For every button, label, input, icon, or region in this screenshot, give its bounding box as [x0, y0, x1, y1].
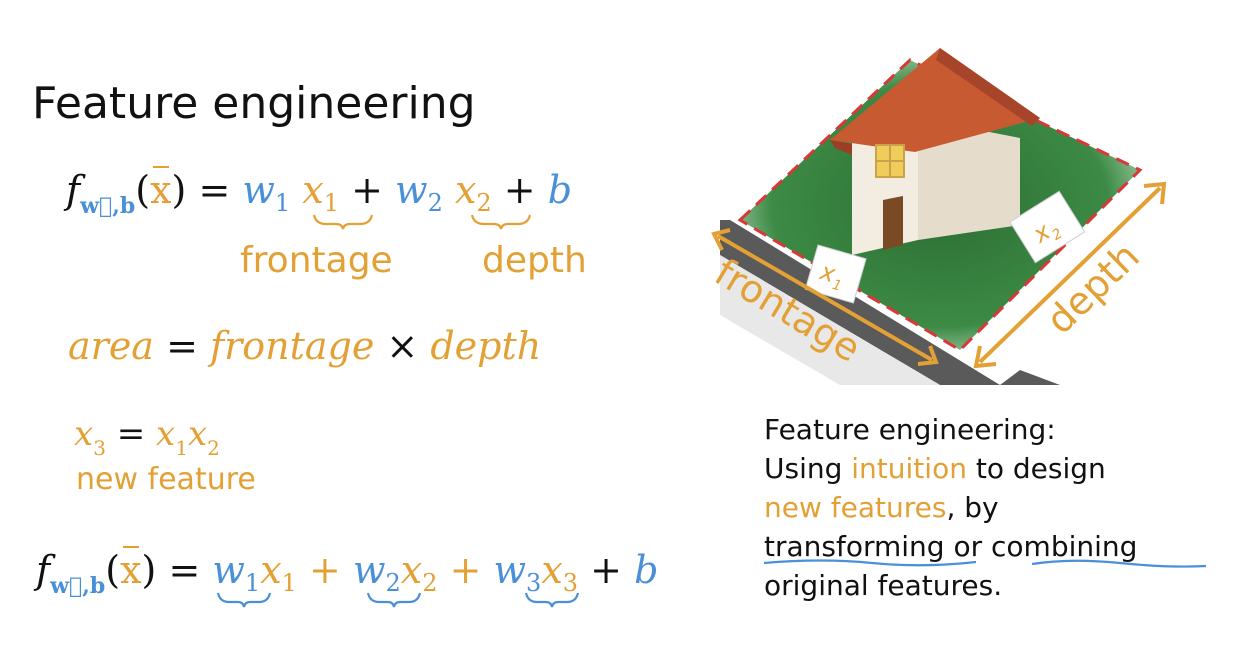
- w2-symbol: w: [352, 548, 386, 592]
- x2-symbol: x: [454, 168, 477, 212]
- f-subscript: w⃗,b: [50, 573, 106, 599]
- x1-symbol: x: [156, 414, 176, 454]
- depth-term: depth: [430, 324, 542, 368]
- model-equation-1: fw⃗,b(x) = w1 x1 + w2 x2 + b: [66, 166, 573, 219]
- x3-equation: x3 = x1x2: [74, 414, 220, 460]
- lot-boundary: [737, 58, 1143, 352]
- frontage-arrow: [716, 234, 934, 362]
- x1-symbol: x: [302, 168, 324, 212]
- depth-arrow: [978, 186, 1162, 364]
- x3-subscript: 3: [562, 569, 579, 597]
- note-line-5: original features.: [764, 569, 1003, 602]
- w1-underbrace: [216, 592, 272, 608]
- w3-subscript: 3: [526, 569, 542, 597]
- b-symbol: b: [547, 168, 573, 212]
- combining-underline: [1031, 559, 1207, 568]
- house-door: [883, 196, 903, 250]
- x1-subscript: 1: [175, 436, 188, 460]
- x2-subscript: 2: [476, 189, 492, 217]
- w3-underbrace: [524, 592, 580, 608]
- w2-subscript: 2: [427, 189, 443, 217]
- x-vector: x: [120, 546, 142, 592]
- note-line-4: transforming or combining: [764, 530, 1138, 563]
- slide-title: Feature engineering: [32, 78, 476, 129]
- definition-note: Feature engineering: Using intuition to …: [764, 410, 1224, 605]
- new-feature-label: new feature: [76, 462, 256, 497]
- equals-sign: =: [166, 324, 198, 368]
- x3-subscript: 3: [93, 436, 106, 460]
- f-symbol: f: [36, 548, 51, 592]
- w1-subscript: 1: [244, 569, 261, 597]
- b-symbol: b: [634, 548, 659, 592]
- road: [720, 220, 1000, 385]
- x1-symbol: x: [260, 548, 282, 592]
- x1-underbrace: [312, 214, 374, 230]
- x-vector: x: [150, 166, 172, 212]
- model-equation-2: fw⃗,b(x) = w1x1 + w2x2 + w3x3 + b: [36, 546, 659, 599]
- f-subscript: w⃗,b: [80, 193, 136, 219]
- x3-symbol: x: [541, 548, 563, 592]
- w1-subscript: 1: [274, 189, 291, 217]
- x2-symbol: x: [400, 548, 423, 592]
- w2-subscript: 2: [385, 569, 401, 597]
- f-symbol: f: [66, 168, 81, 212]
- depth-label: depth: [482, 240, 587, 281]
- note-line-1: Feature engineering:: [764, 413, 1056, 446]
- x1-sign: x 1: [804, 244, 867, 304]
- x1-sign-subscript: 1: [830, 277, 843, 295]
- w1-symbol: w: [242, 168, 275, 212]
- house-side-wall: [918, 118, 1020, 240]
- area-term: area: [68, 324, 154, 368]
- intuition-highlight: intuition: [851, 452, 967, 485]
- area-equation: area = frontage × depth: [68, 324, 541, 368]
- road-edge: [720, 255, 940, 385]
- equals-sign: =: [198, 168, 231, 212]
- x2-symbol: x: [187, 414, 208, 454]
- plus-sign: +: [309, 548, 341, 592]
- frontage-term: frontage: [210, 324, 375, 368]
- w3-symbol: w: [493, 548, 527, 592]
- frontage-label: frontage: [240, 240, 393, 281]
- plus-sign: +: [449, 548, 482, 592]
- equals-sign: =: [168, 548, 201, 592]
- w2-underbrace: [366, 592, 422, 608]
- x2-underbrace: [470, 214, 532, 230]
- plus-sign: +: [503, 168, 536, 212]
- combining-word: combining: [991, 530, 1138, 563]
- plus-sign: +: [590, 548, 622, 592]
- x2-subscript: 2: [207, 436, 220, 460]
- w2-symbol: w: [395, 168, 428, 212]
- transforming-word: transforming: [764, 530, 945, 563]
- x1-subscript: 1: [281, 569, 297, 597]
- transforming-underline: [763, 559, 977, 567]
- note-line-3: new features, by: [764, 491, 999, 524]
- x1-subscript: 1: [323, 189, 340, 217]
- w1-symbol: w: [212, 548, 245, 592]
- times-sign: ×: [386, 324, 419, 368]
- new-features-highlight: new features: [764, 491, 947, 524]
- x2-subscript: 2: [422, 569, 438, 597]
- note-line-2: Using intuition to design: [764, 452, 1106, 485]
- house-roof: [830, 48, 1040, 152]
- plus-sign: +: [351, 168, 383, 212]
- equals-sign: =: [116, 414, 146, 454]
- house-lot-illustration: x 1 x 2 frontage depth: [707, 48, 1167, 385]
- x2-sign: x 2: [1009, 190, 1086, 264]
- x3-symbol: x: [74, 414, 94, 454]
